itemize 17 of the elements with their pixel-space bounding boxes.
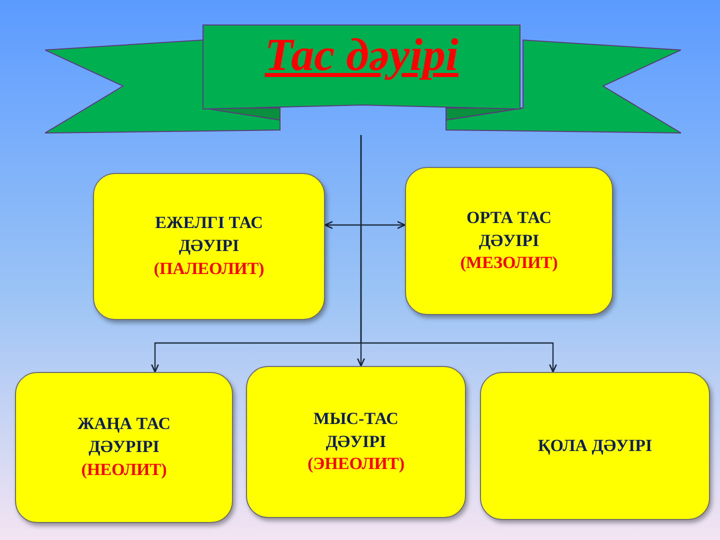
era-box: [405, 167, 613, 315]
era-name: МЫС-ТАС ДӘУІРІ: [312, 408, 400, 453]
era-box: [15, 372, 233, 523]
era-name: ҚОЛА ДӘУІРІ: [538, 434, 652, 457]
era-name: ЖАҢА ТАС ДӘУРІРІ: [76, 413, 172, 458]
era-box: [246, 366, 466, 518]
era-box: [480, 372, 710, 520]
arrow: [324, 220, 406, 230]
title-text: Тас дәуірі: [264, 32, 458, 78]
era-term: (ЭНЕОЛИТ): [307, 453, 405, 476]
era-term: (МЕЗОЛИТ): [460, 252, 558, 274]
era-name: ЕЖЕЛГІ ТАС ДӘУІРІ: [154, 212, 264, 258]
era-term: (НЕОЛИТ): [81, 458, 167, 481]
arrow: [360, 135, 558, 373]
era-box: [93, 173, 325, 320]
era-term: (ПАЛЕОЛИТ): [154, 258, 264, 280]
era-name: ОРТА ТАС ДӘУІРІ: [465, 206, 553, 252]
